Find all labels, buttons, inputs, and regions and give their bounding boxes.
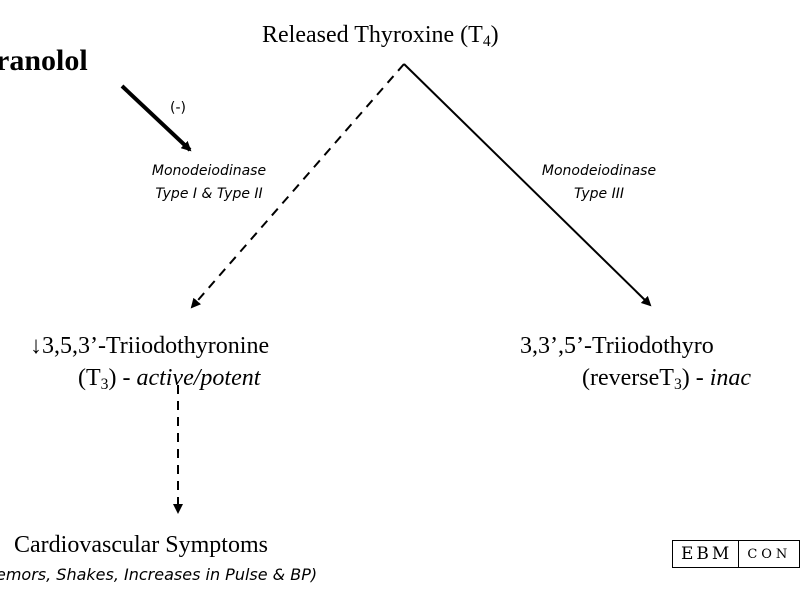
- drug-label: ranolol: [0, 44, 88, 77]
- logo-part2: CON: [747, 546, 792, 562]
- t3-line1: ↓3,5,3’-Triiodothyronine: [30, 333, 270, 359]
- t3-activity: active/potent: [136, 365, 261, 391]
- rt3-node: 3,3’,5’-Triiodothyro (reverseT3) - inac: [520, 330, 751, 394]
- inhibition-symbol: (-): [170, 100, 186, 116]
- enzyme3-line2: Type III: [574, 186, 624, 202]
- ebm-logo: EBM CON: [672, 540, 800, 568]
- t4-subscript: 4: [482, 32, 491, 50]
- t3-subscript: 3: [100, 375, 109, 393]
- t3-line2: (T3) - active/potent: [30, 362, 269, 394]
- enzyme-type1-2-label: Monodeiodinase Type I & Type II: [134, 160, 284, 206]
- rt3-line2: (reverseT3) - inac: [520, 362, 751, 394]
- t3-line2-mid: ) -: [108, 365, 137, 391]
- enzyme3-line1: Monodeiodinase: [541, 163, 657, 179]
- enzyme-type3-label: Monodeiodinase Type III: [524, 160, 674, 206]
- rt3-line2-pre: (reverseT: [582, 365, 674, 391]
- rt3-line2-mid: ) -: [681, 365, 710, 391]
- cardio-symptoms: emors, Shakes, Increases in Pulse & BP): [0, 565, 318, 584]
- cardio-title: Cardiovascular Symptoms: [14, 532, 268, 558]
- t4-node: Released Thyroxine (T4): [262, 22, 499, 49]
- t3-line2-pre: (T: [78, 365, 101, 391]
- rt3-line1: 3,3’,5’-Triiodothyro: [520, 333, 714, 359]
- inhibition-arrow: [120, 84, 192, 152]
- enzyme1-line2: Type I & Type II: [155, 186, 263, 202]
- t3-node: ↓3,5,3’-Triiodothyronine (T3) - active/p…: [30, 330, 269, 394]
- t4-text: Released Thyroxine (T: [262, 22, 483, 48]
- rt3-activity: inac: [709, 365, 752, 391]
- rt3-subscript: 3: [673, 375, 682, 393]
- t4-to-t3-dashed-arrow: [190, 63, 405, 309]
- t4-close: ): [490, 22, 499, 48]
- t4-to-rt3-arrow: [403, 63, 652, 307]
- enzyme1-line1: Monodeiodinase: [151, 163, 267, 179]
- cardio-node: Cardiovascular Symptoms emors, Shakes, I…: [0, 530, 317, 590]
- logo-part1: EBM: [673, 541, 740, 567]
